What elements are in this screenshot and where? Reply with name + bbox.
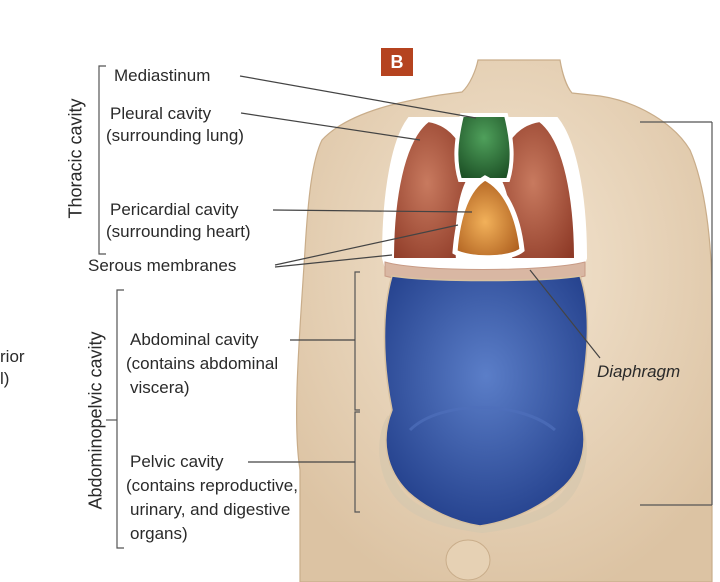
pleural-cavity-label: Pleural cavity [110,104,212,123]
mediastinum-region [454,113,514,182]
mediastinum-label: Mediastinum [114,66,211,85]
pericardial-cavity-sublabel: (surrounding heart) [106,222,251,241]
pelvic-cavity-sublabel-2: urinary, and digestive [130,500,291,519]
panel-letter-badge: B [381,48,413,76]
thoracic-bracket [98,65,106,255]
pericardial-region [452,175,525,261]
cut-off-label-2: l) [0,369,10,388]
thoracic-cavity-label: Thoracic cavity [65,98,86,219]
leader-lines [239,75,601,463]
abdominal-cavity-label: Abdominal cavity [130,330,259,349]
pericardial-cavity-label: Pericardial cavity [110,200,239,219]
abdominal-subbracket [354,271,360,411]
pelvic-cavity-sublabel-3: organs) [130,524,188,543]
abdominal-cavity-sublabel-1: (contains abdominal [126,354,279,373]
pelvic-cavity-label: Pelvic cavity [130,452,224,471]
cut-off-label-1: rior [0,347,25,366]
serous-membranes-label: Serous membranes [88,256,237,275]
pelvic-fold [408,406,556,432]
diaphragm-label: Diaphragm [597,362,681,381]
abdominopelvic-region [383,275,589,527]
abdominopelvic-bracket [106,289,124,549]
pelvic-cavity-sublabel-1: (contains reproductive, [126,476,298,495]
pleural-cavity-sublabel: (surrounding lung) [106,126,244,145]
abdominopelvic-cavity-label: Abdominopelvic cavity [85,331,106,510]
right-bracket [640,121,713,506]
abdominal-cavity-sublabel-2: viscera) [130,378,190,397]
